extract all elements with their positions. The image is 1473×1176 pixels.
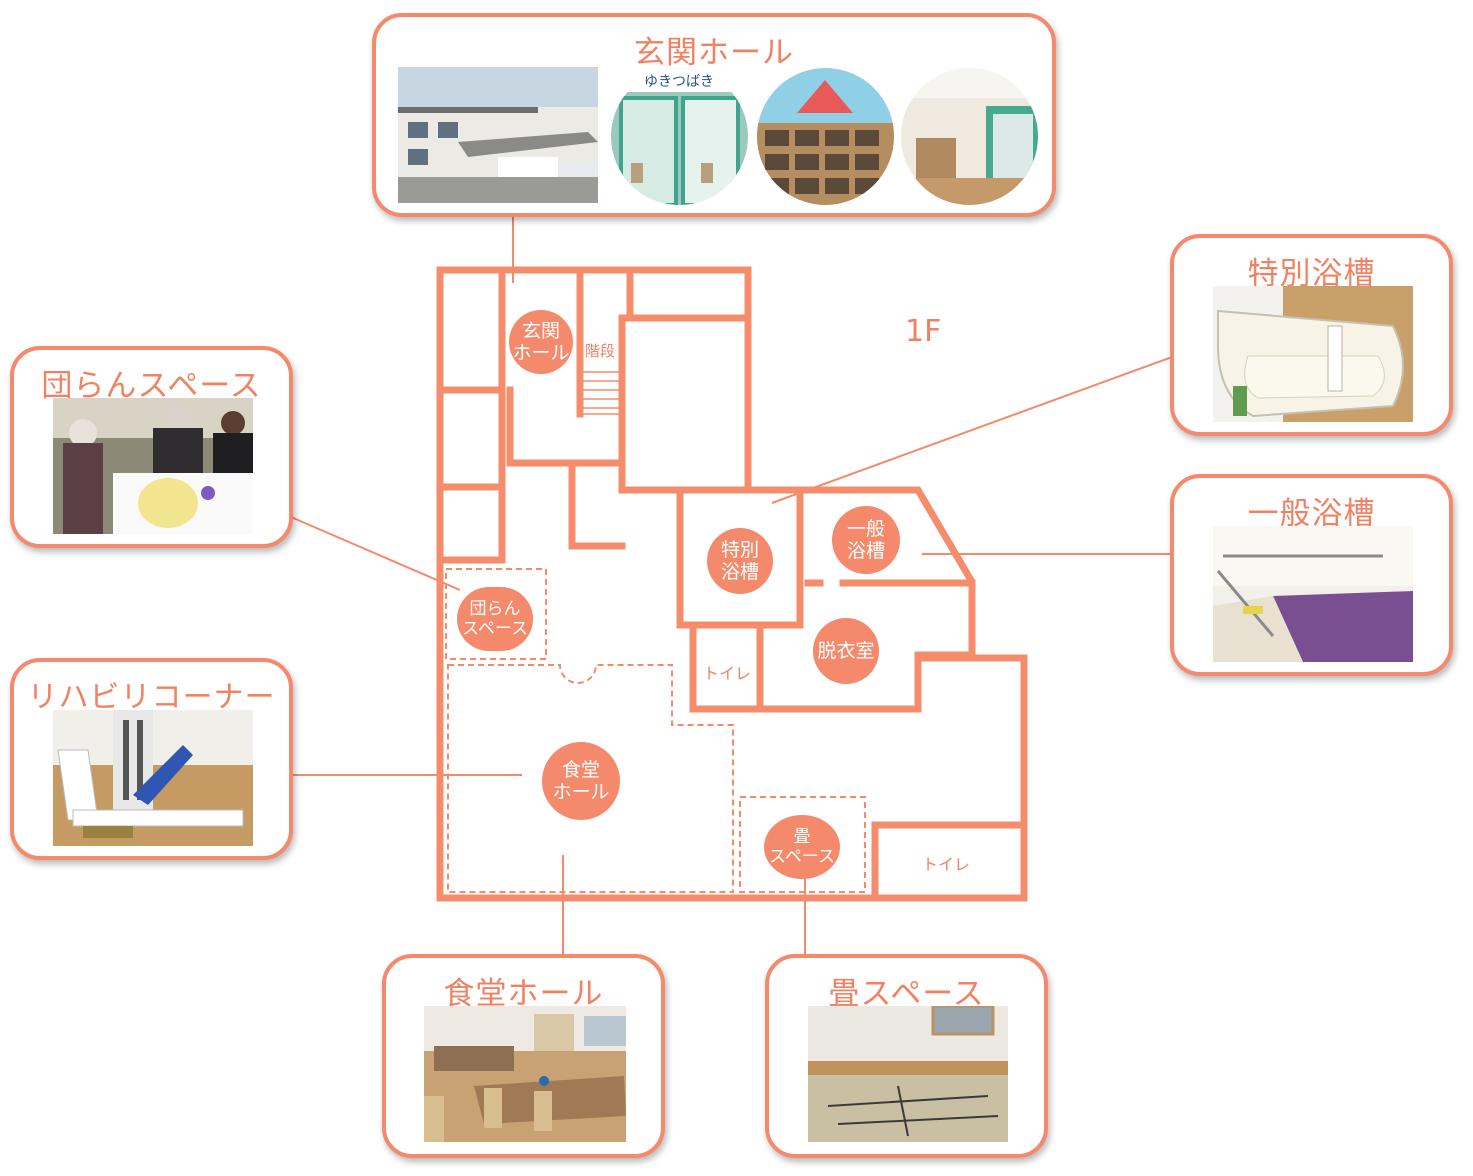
room-shokudo: 食堂 ホール	[542, 742, 620, 820]
card-rehab-title: リハビリコーナー	[27, 680, 276, 715]
card-shokudo-hall: 食堂ホール	[382, 954, 665, 1158]
room-datsui-label: 脱衣室	[817, 640, 875, 662]
room-toilet2-label: トイレ	[922, 855, 971, 874]
card-rehab-corner: リハビリコーナー	[10, 658, 293, 860]
room-datsui: 脱衣室	[813, 618, 879, 684]
card-ippan-bath: 一般浴槽	[1170, 474, 1453, 676]
room-shokudo-label: 食堂 ホール	[552, 759, 610, 803]
room-genkan-hall: 玄関 ホール	[509, 310, 573, 374]
rehab-machine-photo	[53, 710, 253, 846]
card-genkan-title: 玄関ホール	[634, 35, 794, 71]
room-stairs-label: 階段	[585, 342, 616, 360]
genkan-shoe-shelf-photo	[757, 68, 894, 205]
stair-steps	[583, 371, 619, 415]
floor-label: 1F	[905, 314, 942, 349]
room-tatami: 畳 スペース	[764, 815, 840, 879]
card-tatami-space: 畳スペース	[765, 954, 1048, 1158]
genkan-exterior-photo	[398, 67, 598, 203]
walls	[436, 266, 1028, 902]
connector-lines	[290, 217, 1173, 955]
room-tatami-label: 畳 スペース	[769, 827, 835, 867]
tokubetsu-bath-photo	[1213, 286, 1413, 422]
tatami-space-photo	[808, 1006, 1008, 1142]
ippan-bath-photo	[1213, 526, 1413, 662]
room-danran-label: 団らん スペース	[462, 599, 528, 639]
card-tokubetsu-bath: 特別浴槽	[1170, 234, 1453, 436]
room-danran: 団らん スペース	[457, 587, 533, 651]
card-genkan-hall: 玄関ホール ゆきつばき	[372, 13, 1056, 217]
dashed-zones	[445, 568, 866, 893]
genkan-entrance-photo: ゆきつばき	[611, 68, 748, 205]
room-genkan-label: 玄関 ホール	[512, 320, 570, 364]
shokudo-hall-photo	[424, 1006, 626, 1142]
room-ippan-bath: 一般 浴槽	[832, 506, 900, 574]
danran-activity-photo	[53, 398, 253, 534]
card-danran-space: 団らんスペース	[10, 346, 293, 548]
room-tokubetsu-bath: 特別 浴槽	[707, 528, 773, 594]
room-tokubetsu-label: 特別 浴槽	[720, 539, 759, 583]
sign-text: ゆきつばき	[644, 74, 714, 90]
genkan-interior-photo	[901, 68, 1038, 205]
room-toilet1-label: トイレ	[703, 664, 752, 683]
room-ippan-label: 一般 浴槽	[846, 518, 885, 562]
